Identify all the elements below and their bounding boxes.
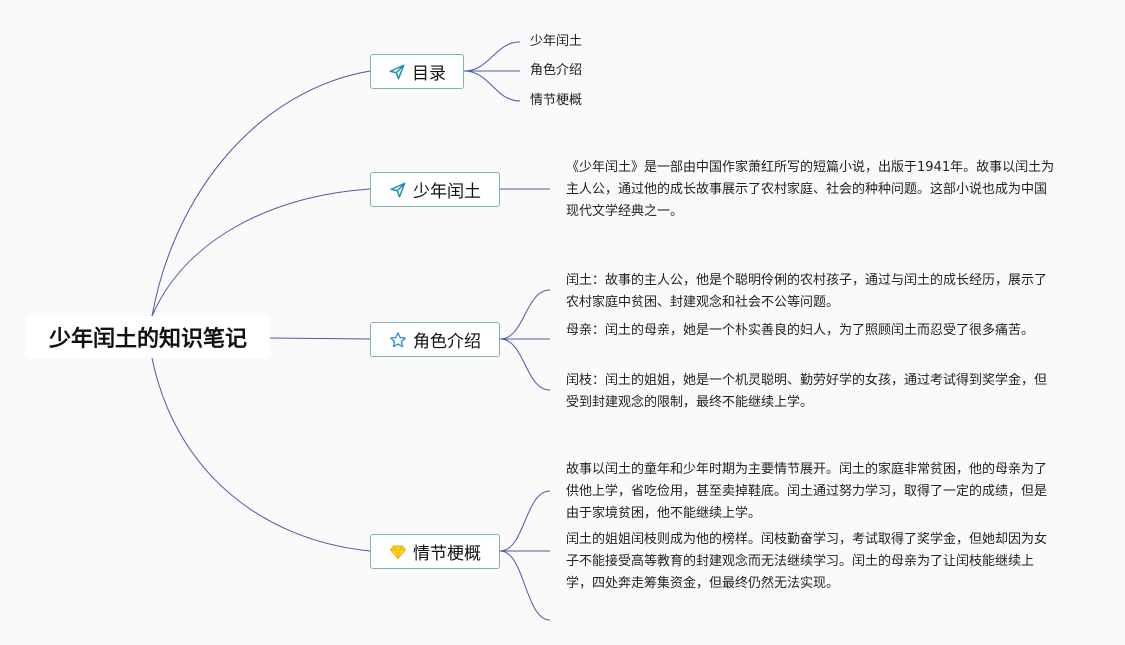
branch-intro[interactable]: 少年闰土 <box>370 172 500 207</box>
branch-toc[interactable]: 目录 <box>370 54 464 89</box>
diamond-icon <box>389 543 407 561</box>
root-title: 少年闰土的知识笔记 <box>48 327 247 352</box>
connector-root-plot <box>151 357 371 552</box>
root-node[interactable]: 少年闰土的知识笔记 <box>26 316 270 358</box>
connector-root-toc <box>151 70 371 317</box>
branch-plot[interactable]: 情节梗概 <box>370 534 500 569</box>
connector-characters-bottom <box>499 338 551 391</box>
toc-item-3[interactable]: 情节梗概 <box>530 93 583 108</box>
connector-toc-item-1 <box>463 41 521 72</box>
connector-root-characters <box>269 337 371 340</box>
branch-intro-label: 少年闰土 <box>413 182 481 202</box>
branch-plot-label: 情节梗概 <box>413 544 481 564</box>
plot-paragraph-2: 闰土的姐姐闰枝则成为他的榜样。闰枝勤奋学习，考试取得了奖学金，但她却因为女子不能… <box>566 532 1048 591</box>
character-runzhi: 闰枝：闰土的姐姐，她是一个机灵聪明、勤劳好学的女孩，通过考试得到奖学金，但受到封… <box>566 373 1048 410</box>
plot-paragraph-1: 故事以闰土的童年和少年时期为主要情节展开。闰土的家庭非常贫困，他的母亲为了供他上… <box>566 462 1048 521</box>
star-outline-icon <box>389 331 407 349</box>
connector-plot-top <box>499 490 551 552</box>
connector-plot-bottom <box>499 550 551 621</box>
branch-toc-label: 目录 <box>412 64 446 84</box>
branch-characters[interactable]: 角色介绍 <box>370 322 500 357</box>
connector-toc-item-3 <box>463 70 521 102</box>
character-mother: 母亲：闰土的母亲，她是一个朴实善良的妇人，为了照顾闰土而忍受了很多痛苦。 <box>566 323 1035 338</box>
paper-plane-icon <box>389 181 407 199</box>
intro-text: 《少年闰土》是一部由中国作家萧红所写的短篇小说，出版于1941年。故事以闰土为主… <box>566 160 1055 219</box>
toc-item-2[interactable]: 角色介绍 <box>530 63 583 78</box>
branch-characters-label: 角色介绍 <box>413 332 481 352</box>
connector-root-intro <box>151 188 371 317</box>
connector-characters-top <box>499 289 551 340</box>
character-runtu: 闰土：故事的主人公，他是个聪明伶俐的农村孩子，通过与闰土的成长经历，展示了农村家… <box>566 273 1048 310</box>
paper-plane-icon <box>388 63 406 81</box>
toc-item-1[interactable]: 少年闰土 <box>530 34 583 49</box>
